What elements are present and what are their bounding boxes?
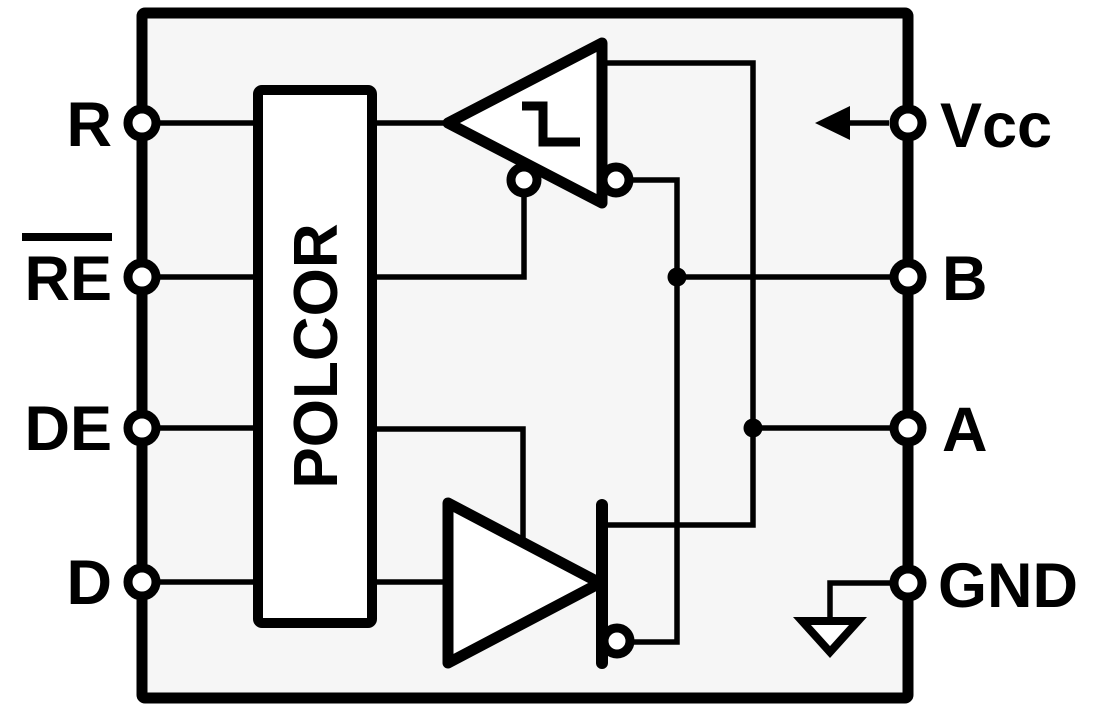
wire-polcor-to-receiver-enable <box>372 186 527 280</box>
pin-d <box>123 563 161 601</box>
wire-polcor-to-driver-enable <box>372 426 526 546</box>
junction-dot <box>667 267 687 287</box>
polcor-block-label: POLCOR <box>282 223 351 488</box>
pin-label-re: RE <box>24 244 112 314</box>
polcor-block <box>253 85 377 628</box>
pin-label-gnd: GND <box>938 551 1078 621</box>
ground-wire <box>827 580 890 620</box>
pin-label-d: D <box>67 548 113 618</box>
hysteresis-icon <box>522 101 580 147</box>
vcc-arrow-icon <box>815 106 850 140</box>
wire-b-net-bus <box>628 177 680 645</box>
pin-de <box>123 409 161 447</box>
pin-label-r: R <box>67 90 113 160</box>
receiver-inverting-input-bubble-icon <box>598 162 634 198</box>
pin-vcc <box>889 104 927 142</box>
ground-icon <box>792 617 868 658</box>
pin-label-a: A <box>942 395 988 465</box>
receiver-enable-inversion-bubble-icon <box>506 162 542 198</box>
pin-label-de: DE <box>24 394 112 464</box>
pin-a <box>889 409 927 447</box>
pin-label-b: B <box>942 244 988 314</box>
driver-inverting-output-bubble-icon <box>599 623 635 659</box>
pin-gnd <box>889 564 927 602</box>
pin-r <box>123 104 161 142</box>
pin-label-vcc: Vcc <box>940 91 1052 161</box>
pin-re <box>123 258 161 296</box>
driver-triangle <box>442 497 606 669</box>
pin-b <box>889 258 927 296</box>
junction-dot <box>743 418 763 438</box>
